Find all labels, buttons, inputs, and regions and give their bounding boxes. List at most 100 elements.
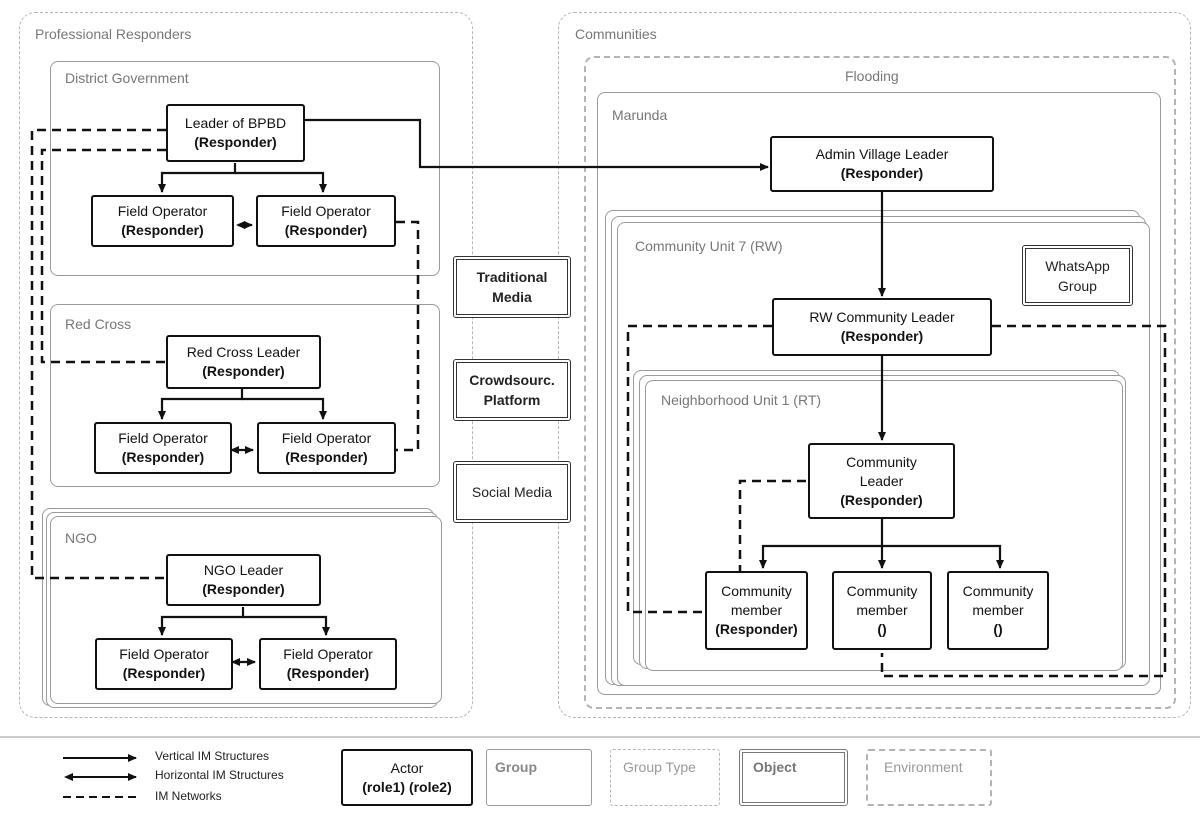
community-member-2-actor[interactable]: Community member () bbox=[832, 571, 932, 650]
community-member-1-actor[interactable]: Community member (Responder) bbox=[705, 571, 808, 650]
actor-role: (Responder) bbox=[285, 449, 368, 465]
actor-name: Field Operator bbox=[118, 430, 208, 446]
object-line1: Social Media bbox=[471, 484, 553, 500]
red-cross-leader-actor[interactable]: Red Cross Leader (Responder) bbox=[166, 335, 321, 389]
professional-network-line bbox=[30, 128, 166, 580]
ngo-field-operator-2-actor[interactable]: Field Operator (Responder) bbox=[259, 638, 397, 690]
leader-to-member3-line bbox=[882, 544, 1004, 569]
actor-name: RW Community Leader bbox=[809, 309, 955, 325]
actor-name: Admin Village Leader bbox=[815, 146, 949, 162]
communities-label: Communities bbox=[575, 26, 657, 42]
actor-name: Field Operator bbox=[119, 646, 209, 662]
rc-field-operator-2-actor[interactable]: Field Operator (Responder) bbox=[257, 422, 396, 474]
rw-network-right-line bbox=[880, 324, 1167, 678]
actor-role: (Responder) bbox=[840, 491, 923, 508]
actor-role: (Responder) bbox=[121, 222, 204, 238]
legend-horizontal-label: Horizontal IM Structures bbox=[155, 768, 284, 782]
actor-name-2: member bbox=[972, 602, 1024, 618]
legend-environment-box: Environment bbox=[866, 749, 992, 806]
legend-network-label: IM Networks bbox=[155, 789, 222, 803]
whatsapp-group-object[interactable]: WhatsApp Group bbox=[1022, 245, 1133, 306]
rc-to-field1-line bbox=[158, 389, 244, 420]
community-unit-7-label: Community Unit 7 (RW) bbox=[635, 238, 783, 254]
leader-member1-network-line bbox=[738, 479, 806, 575]
actor-role: (Responder) bbox=[202, 363, 285, 379]
marunda-label: Marunda bbox=[612, 107, 668, 123]
object-line2: Group bbox=[1058, 277, 1097, 294]
legend-object-box: Object bbox=[739, 749, 848, 806]
actor-name-1: Community bbox=[846, 453, 917, 470]
legend-actor-label: Actor bbox=[390, 759, 424, 776]
actor-name: Field Operator bbox=[117, 203, 208, 219]
leader-to-member1-line bbox=[759, 519, 884, 569]
bpbd-to-admin-village-line bbox=[305, 118, 769, 171]
legend-object-label: Object bbox=[753, 759, 797, 775]
actor-role: (Responder) bbox=[840, 328, 924, 344]
legend-environment-label: Environment bbox=[884, 759, 963, 775]
actor-role: (Responder) bbox=[202, 581, 285, 597]
legend-vertical-label: Vertical IM Structures bbox=[155, 749, 270, 763]
leader-of-bpbd-actor[interactable]: Leader of BPBD (Responder) bbox=[166, 104, 305, 162]
social-media-object[interactable]: Social Media bbox=[453, 461, 571, 523]
flooding-environment bbox=[584, 56, 1176, 709]
ngo-leader-actor[interactable]: NGO Leader (Responder) bbox=[166, 554, 321, 606]
actor-name: NGO Leader bbox=[203, 562, 284, 578]
rc-to-field2-line bbox=[242, 397, 327, 420]
ngo-to-field2-line bbox=[243, 615, 330, 636]
legend-actor-box: Actor (role1) (role2) bbox=[341, 749, 473, 806]
actor-role: (Responder) bbox=[194, 134, 277, 150]
bpbd-to-field2-line bbox=[235, 171, 327, 193]
bpbd-to-field1-line bbox=[158, 163, 237, 193]
dg-field-operator-2-actor[interactable]: Field Operator (Responder) bbox=[256, 195, 396, 247]
crowdsourc-platform-object[interactable]: Crowdsourc. Platform bbox=[453, 359, 571, 421]
ngo-to-field1-line bbox=[158, 607, 245, 636]
red-cross-label: Red Cross bbox=[65, 316, 132, 332]
ngo-field-operator-1-actor[interactable]: Field Operator (Responder) bbox=[95, 638, 233, 690]
actor-name: Red Cross Leader bbox=[186, 344, 301, 360]
actor-name: Leader of BPBD bbox=[184, 115, 287, 131]
actor-name-2: member bbox=[730, 602, 783, 618]
rw-network-line bbox=[626, 324, 772, 614]
legend-group-box: Group bbox=[486, 749, 592, 806]
actor-role: (Responder) bbox=[286, 665, 370, 681]
legend-group-label: Group bbox=[495, 759, 537, 775]
actor-role: (Responder) bbox=[122, 665, 206, 681]
dg-rc-network-line bbox=[396, 220, 420, 452]
object-line2: Platform bbox=[483, 392, 541, 408]
object-line1: Crowdsourc. bbox=[469, 372, 555, 388]
actor-name: Field Operator bbox=[281, 430, 372, 446]
admin-village-leader-actor[interactable]: Admin Village Leader (Responder) bbox=[770, 136, 994, 192]
actor-role: () bbox=[993, 621, 1003, 637]
actor-name: Field Operator bbox=[283, 646, 373, 662]
object-line1: WhatsApp bbox=[1045, 257, 1110, 274]
actor-role: () bbox=[877, 621, 887, 637]
dg-field-operator-1-actor[interactable]: Field Operator (Responder) bbox=[91, 195, 234, 247]
actor-name-2: member bbox=[856, 602, 908, 618]
actor-name: Field Operator bbox=[281, 203, 371, 219]
rw-community-leader-actor[interactable]: RW Community Leader (Responder) bbox=[772, 298, 992, 356]
rc-field-operator-1-actor[interactable]: Field Operator (Responder) bbox=[94, 422, 232, 474]
actor-role: (Responder) bbox=[284, 222, 368, 238]
object-line1: Traditional bbox=[476, 269, 548, 285]
community-member-3-actor[interactable]: Community member () bbox=[947, 571, 1049, 650]
object-line2: Media bbox=[492, 289, 532, 305]
actor-name-2: Leader bbox=[859, 472, 904, 489]
district-government-label: District Government bbox=[65, 70, 189, 86]
legend-group-type-box: Group Type bbox=[610, 749, 720, 806]
community-leader-actor[interactable]: Community Leader (Responder) bbox=[808, 443, 955, 519]
neighborhood-unit-1-label: Neighborhood Unit 1 (RT) bbox=[661, 392, 822, 408]
flooding-label: Flooding bbox=[845, 68, 899, 84]
actor-role: (Responder) bbox=[121, 449, 205, 465]
actor-role: (Responder) bbox=[715, 621, 798, 637]
legend-group-type-label: Group Type bbox=[623, 759, 696, 775]
actor-name-1: Community bbox=[721, 583, 792, 599]
actor-name-1: Community bbox=[846, 583, 918, 599]
actor-name-1: Community bbox=[962, 583, 1034, 599]
professional-responders-label: Professional Responders bbox=[35, 26, 192, 42]
ngo-label: NGO bbox=[65, 530, 97, 546]
legend-actor-roles: (role1) (role2) bbox=[362, 778, 452, 795]
professional-network-inner-line bbox=[40, 148, 166, 364]
traditional-media-object[interactable]: Traditional Media bbox=[453, 256, 571, 318]
actor-role: (Responder) bbox=[840, 165, 924, 181]
